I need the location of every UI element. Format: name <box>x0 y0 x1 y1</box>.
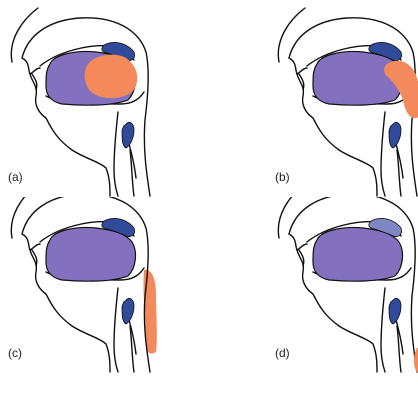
vocal-tract-group <box>11 8 150 196</box>
upper-lip-outline <box>289 58 307 74</box>
nasal-cavity-outline <box>22 18 150 196</box>
epiglottis-shape <box>122 298 134 324</box>
pharynx-front-outline <box>114 288 118 372</box>
upper-lip-outline <box>22 234 40 250</box>
panel-label-d: (d) <box>275 346 290 360</box>
vocal-tract-diagram-a <box>0 0 209 197</box>
panel-c: (c) <box>0 197 209 394</box>
panel-a: (a) <box>0 0 209 197</box>
nasal-cavity-outline <box>289 18 417 196</box>
vocal-tract-diagram-d <box>209 197 418 394</box>
upper-lip-outline <box>22 58 40 74</box>
pharynx-front-outline <box>381 112 385 196</box>
nose-outline <box>11 8 38 62</box>
vocal-tract-diagram-b <box>209 0 418 197</box>
nose-outline <box>278 8 305 62</box>
vocal-tract-group <box>278 197 418 372</box>
panel-b: (b) <box>209 0 418 197</box>
panel-label-c: (c) <box>8 346 22 360</box>
upper-lip-outline <box>289 234 307 250</box>
vocal-tract-group <box>278 8 418 196</box>
panel-label-b: (b) <box>275 170 290 184</box>
pharynx-front-outline <box>381 288 385 372</box>
vocal-tract-diagram-c <box>0 197 209 394</box>
panel-d: (d) <box>209 197 418 394</box>
epiglottis-shape <box>122 122 134 148</box>
vocal-tract-group <box>11 197 157 372</box>
tongue-body <box>46 228 135 282</box>
tongue-body <box>313 228 402 282</box>
nose-outline <box>278 197 305 238</box>
epiglottis-shape <box>389 298 401 324</box>
pharynx-front-outline <box>114 112 118 196</box>
epiglottis-shape <box>389 122 401 148</box>
tongue-body <box>313 52 402 106</box>
panel-label-a: (a) <box>8 170 23 184</box>
velum-highlight <box>85 55 138 98</box>
nose-outline <box>11 197 38 238</box>
